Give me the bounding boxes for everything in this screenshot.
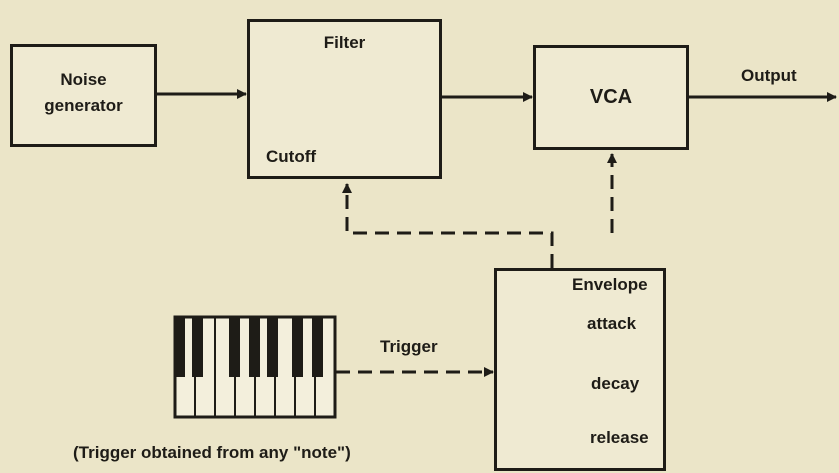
- envelope-to-filter-arrow: [342, 183, 554, 268]
- decay-label: decay: [591, 374, 640, 393]
- filter-block: [247, 19, 442, 179]
- filter-title: Filter: [323, 33, 366, 52]
- keyboard: [173, 315, 337, 419]
- vca-title: VCA: [589, 86, 633, 108]
- trigger-label: Trigger: [380, 337, 438, 356]
- envelope-block: [494, 268, 666, 471]
- noise-generator-block: [10, 44, 157, 147]
- noise-generator-label-1: Noise: [60, 70, 107, 89]
- attack-label: attack: [587, 314, 637, 333]
- cutoff-label: Cutoff: [266, 147, 317, 166]
- vca-block: [533, 45, 689, 150]
- envelope-title: Envelope: [572, 275, 648, 294]
- noise-generator-label-2: generator: [44, 96, 123, 115]
- release-label: release: [590, 428, 649, 447]
- output-label: Output: [741, 66, 797, 85]
- keyboard-caption: (Trigger obtained from any "note"): [73, 443, 351, 462]
